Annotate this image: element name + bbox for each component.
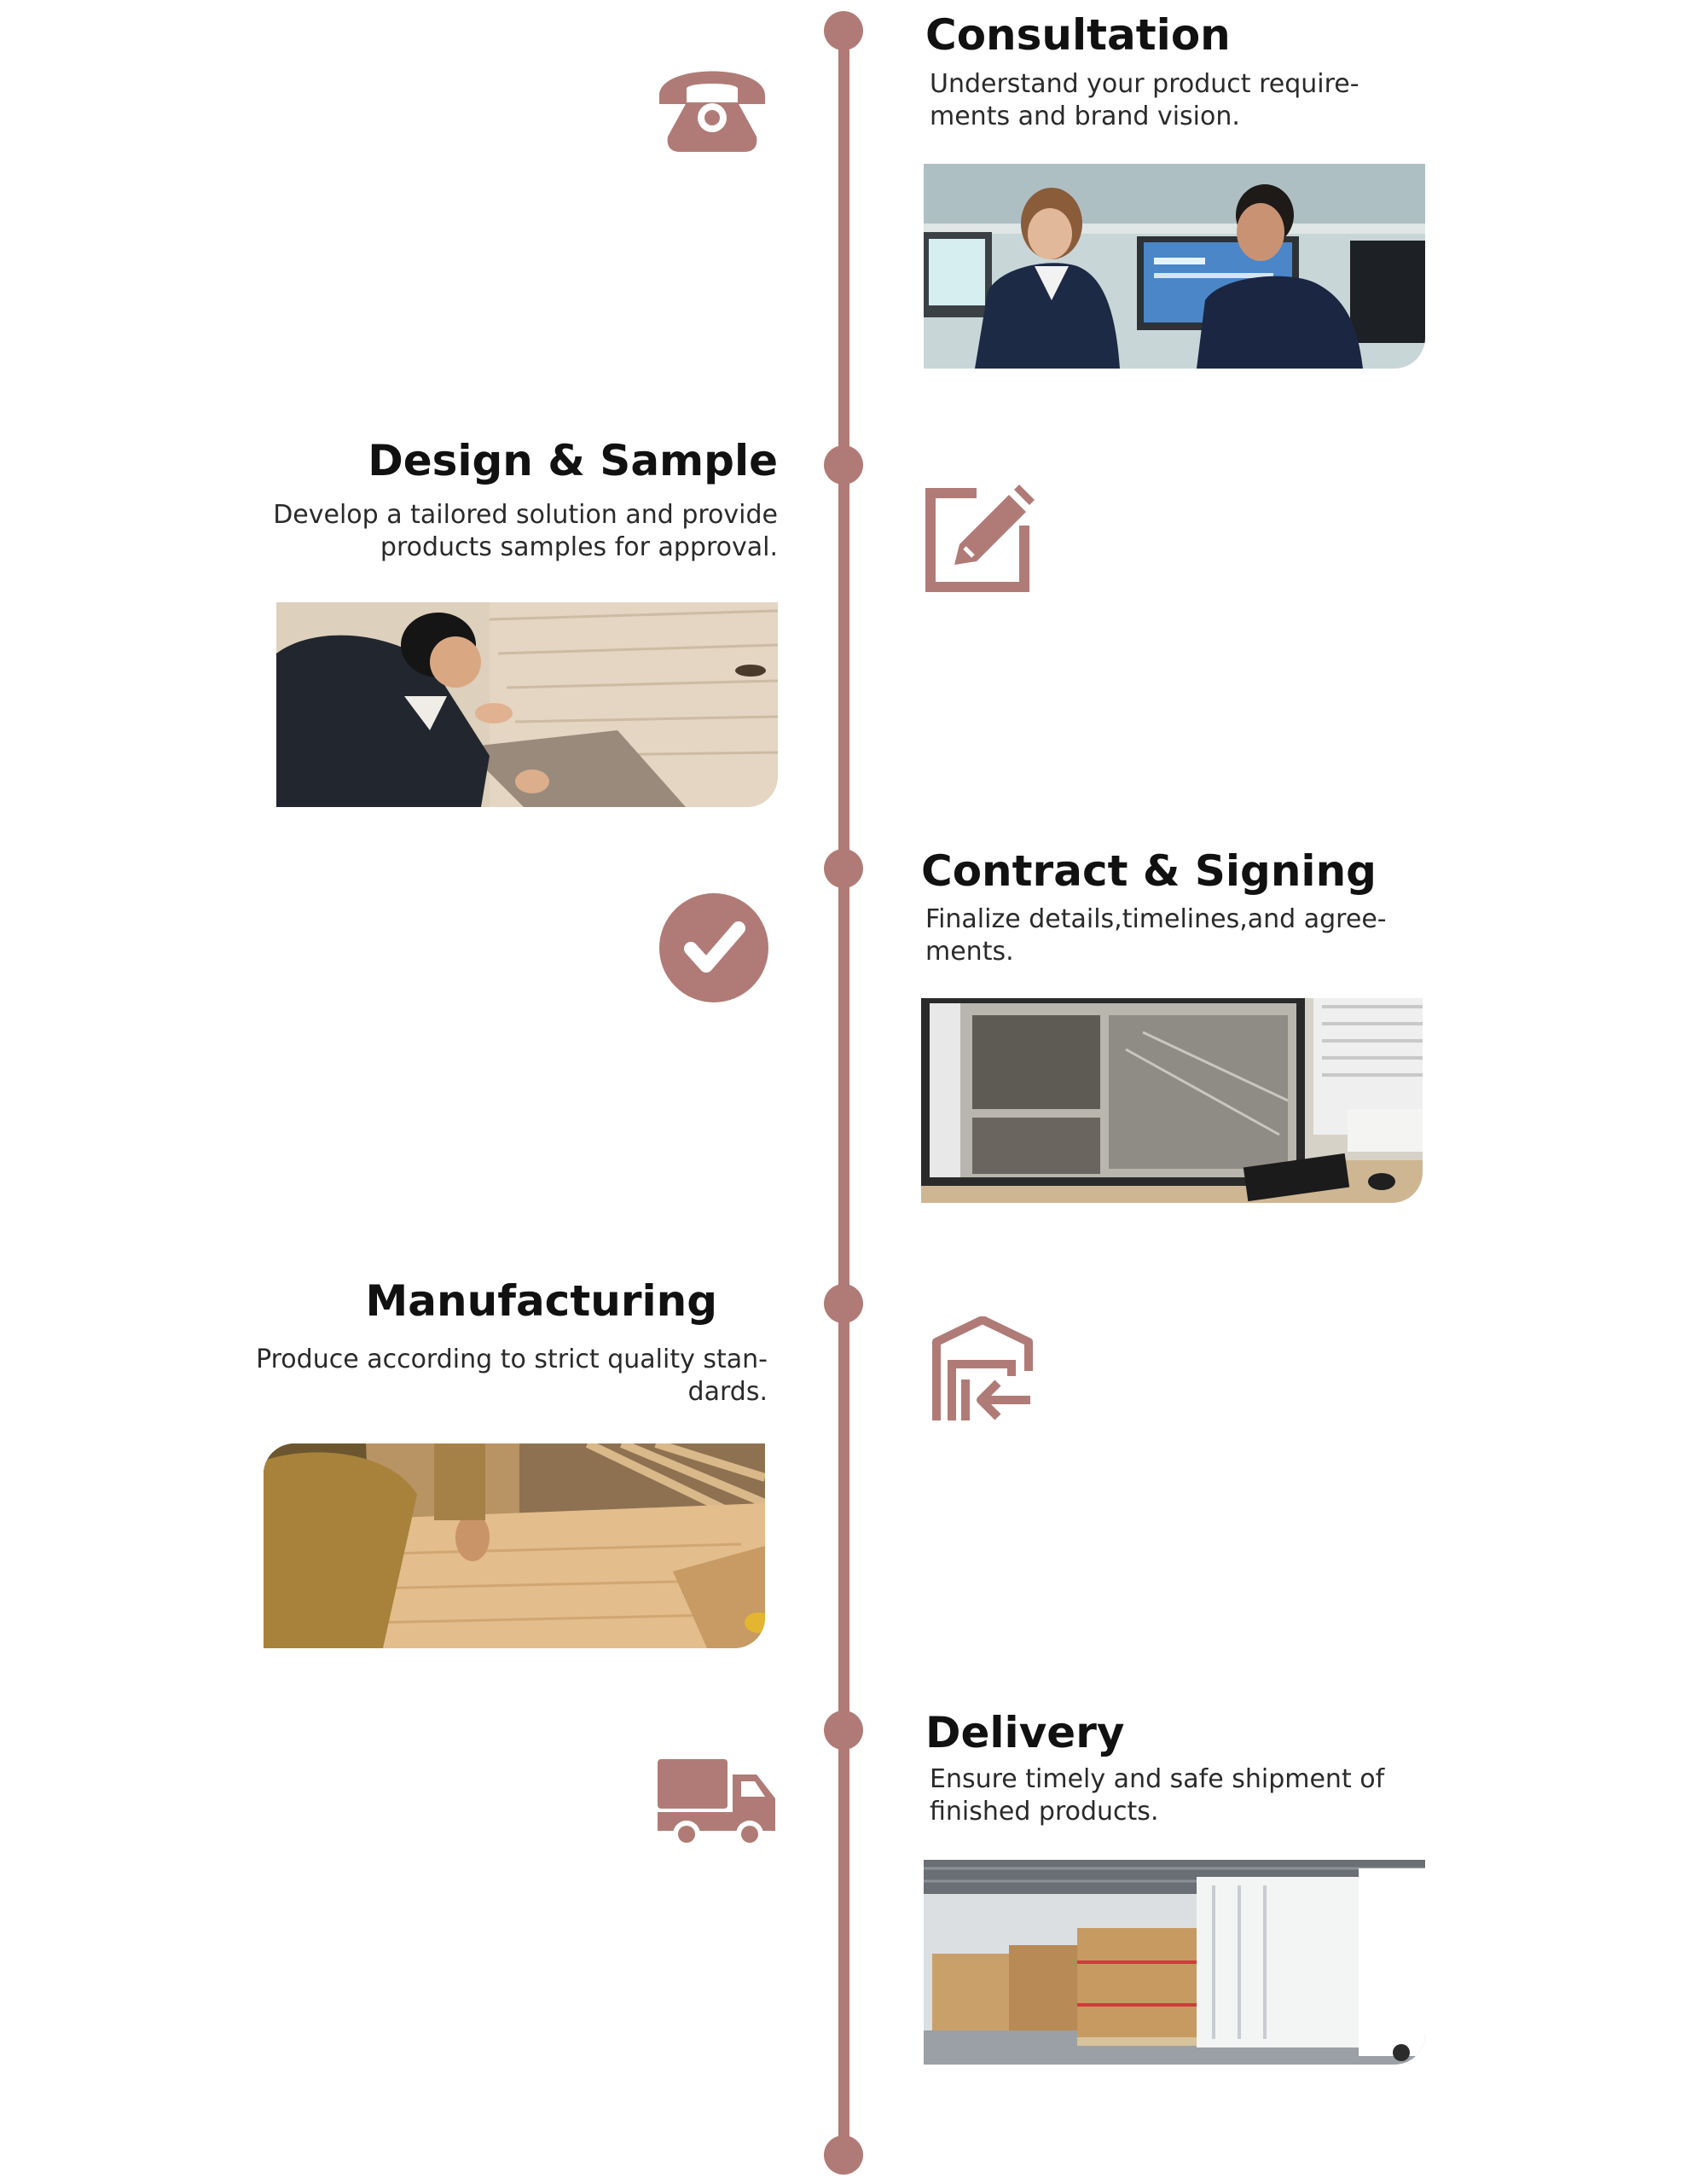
delivery-truck-icon	[658, 1759, 777, 1853]
telephone-icon	[652, 51, 772, 155]
check-circle-icon	[658, 892, 769, 1003]
timeline-dot	[824, 849, 863, 888]
edit-icon	[925, 483, 1036, 594]
step-title: Design & Sample	[368, 436, 778, 485]
step-description: Finalize details,timelines,and agree- me…	[925, 904, 1387, 967]
step-title: Manufacturing	[365, 1276, 718, 1326]
step-title: Delivery	[925, 1708, 1125, 1757]
step-description: Understand your product require- ments a…	[930, 69, 1359, 131]
step-description: Develop a tailored solution and provide …	[273, 500, 778, 562]
computer-screen-design-photo	[921, 998, 1423, 1203]
man-examining-wood-samples-photo	[276, 602, 778, 807]
timeline-dot	[824, 2135, 863, 2175]
step-title: Contract & Signing	[921, 846, 1377, 896]
timeline-dot	[824, 445, 863, 485]
step-description: Ensure timely and safe shipment of finis…	[930, 1764, 1385, 1827]
step-description: Produce according to strict quality stan…	[256, 1345, 768, 1407]
warehouse-inbound-icon	[931, 1316, 1035, 1424]
timeline-dot	[824, 1284, 863, 1323]
two-people-at-computer-photo	[924, 164, 1425, 369]
timeline-dot	[824, 1711, 863, 1750]
packed-pallets-loading-dock-photo	[924, 1860, 1425, 2065]
timeline-line	[838, 15, 849, 2155]
worker-sanding-wood-board-photo	[264, 1443, 765, 1648]
step-title: Consultation	[925, 10, 1231, 60]
timeline-dot	[824, 11, 863, 50]
